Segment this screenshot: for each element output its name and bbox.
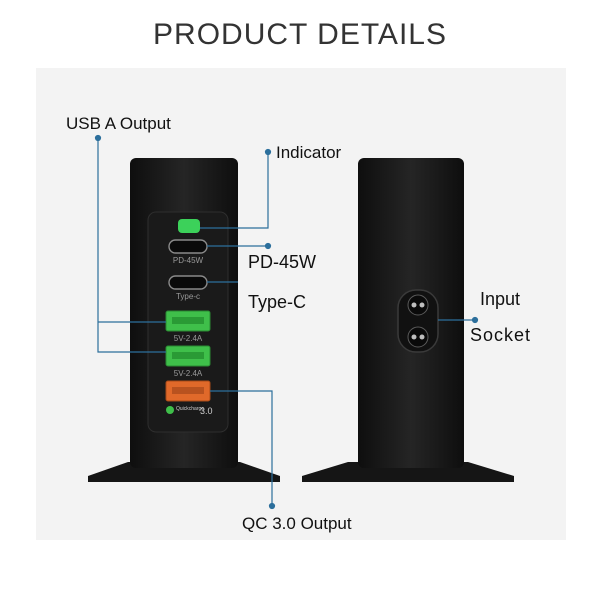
port-label-usb-a-2: 5V-2.4A (174, 369, 203, 378)
port-label-usb-a-1: 5V-2.4A (174, 334, 203, 343)
label-qc-output: QC 3.0 Output (242, 514, 352, 533)
label-type-c: Type-C (248, 292, 307, 312)
callout-indicator (200, 152, 269, 229)
callout-lines (94, 134, 479, 510)
qc-badge-icon (166, 406, 174, 414)
usb-c-port-pd (168, 239, 208, 254)
label-input: Input (480, 289, 521, 309)
indicator-led (178, 219, 200, 233)
qc-badge-text: Quickcharge (176, 406, 204, 412)
product-photo-background (36, 68, 566, 540)
page-title: PRODUCT DETAILS (153, 18, 447, 51)
front-view-device: PD-45W Type-c 5V-2.4A 5V-2.4A Quickcharg… (88, 158, 280, 482)
port-label-pd: PD-45W (173, 256, 204, 265)
port-label-type-c: Type-c (176, 292, 200, 301)
usb-c-port (168, 275, 208, 290)
qc-badge-number: 3.0 (200, 406, 213, 416)
label-indicator: Indicator (276, 143, 342, 162)
label-socket: Socket (470, 325, 532, 345)
callout-usb-a (97, 138, 166, 353)
label-pd-45w: PD-45W (248, 252, 317, 272)
back-view-device (302, 158, 514, 482)
label-usb-a-output: USB A Output (66, 114, 171, 133)
callout-qc (210, 390, 273, 506)
